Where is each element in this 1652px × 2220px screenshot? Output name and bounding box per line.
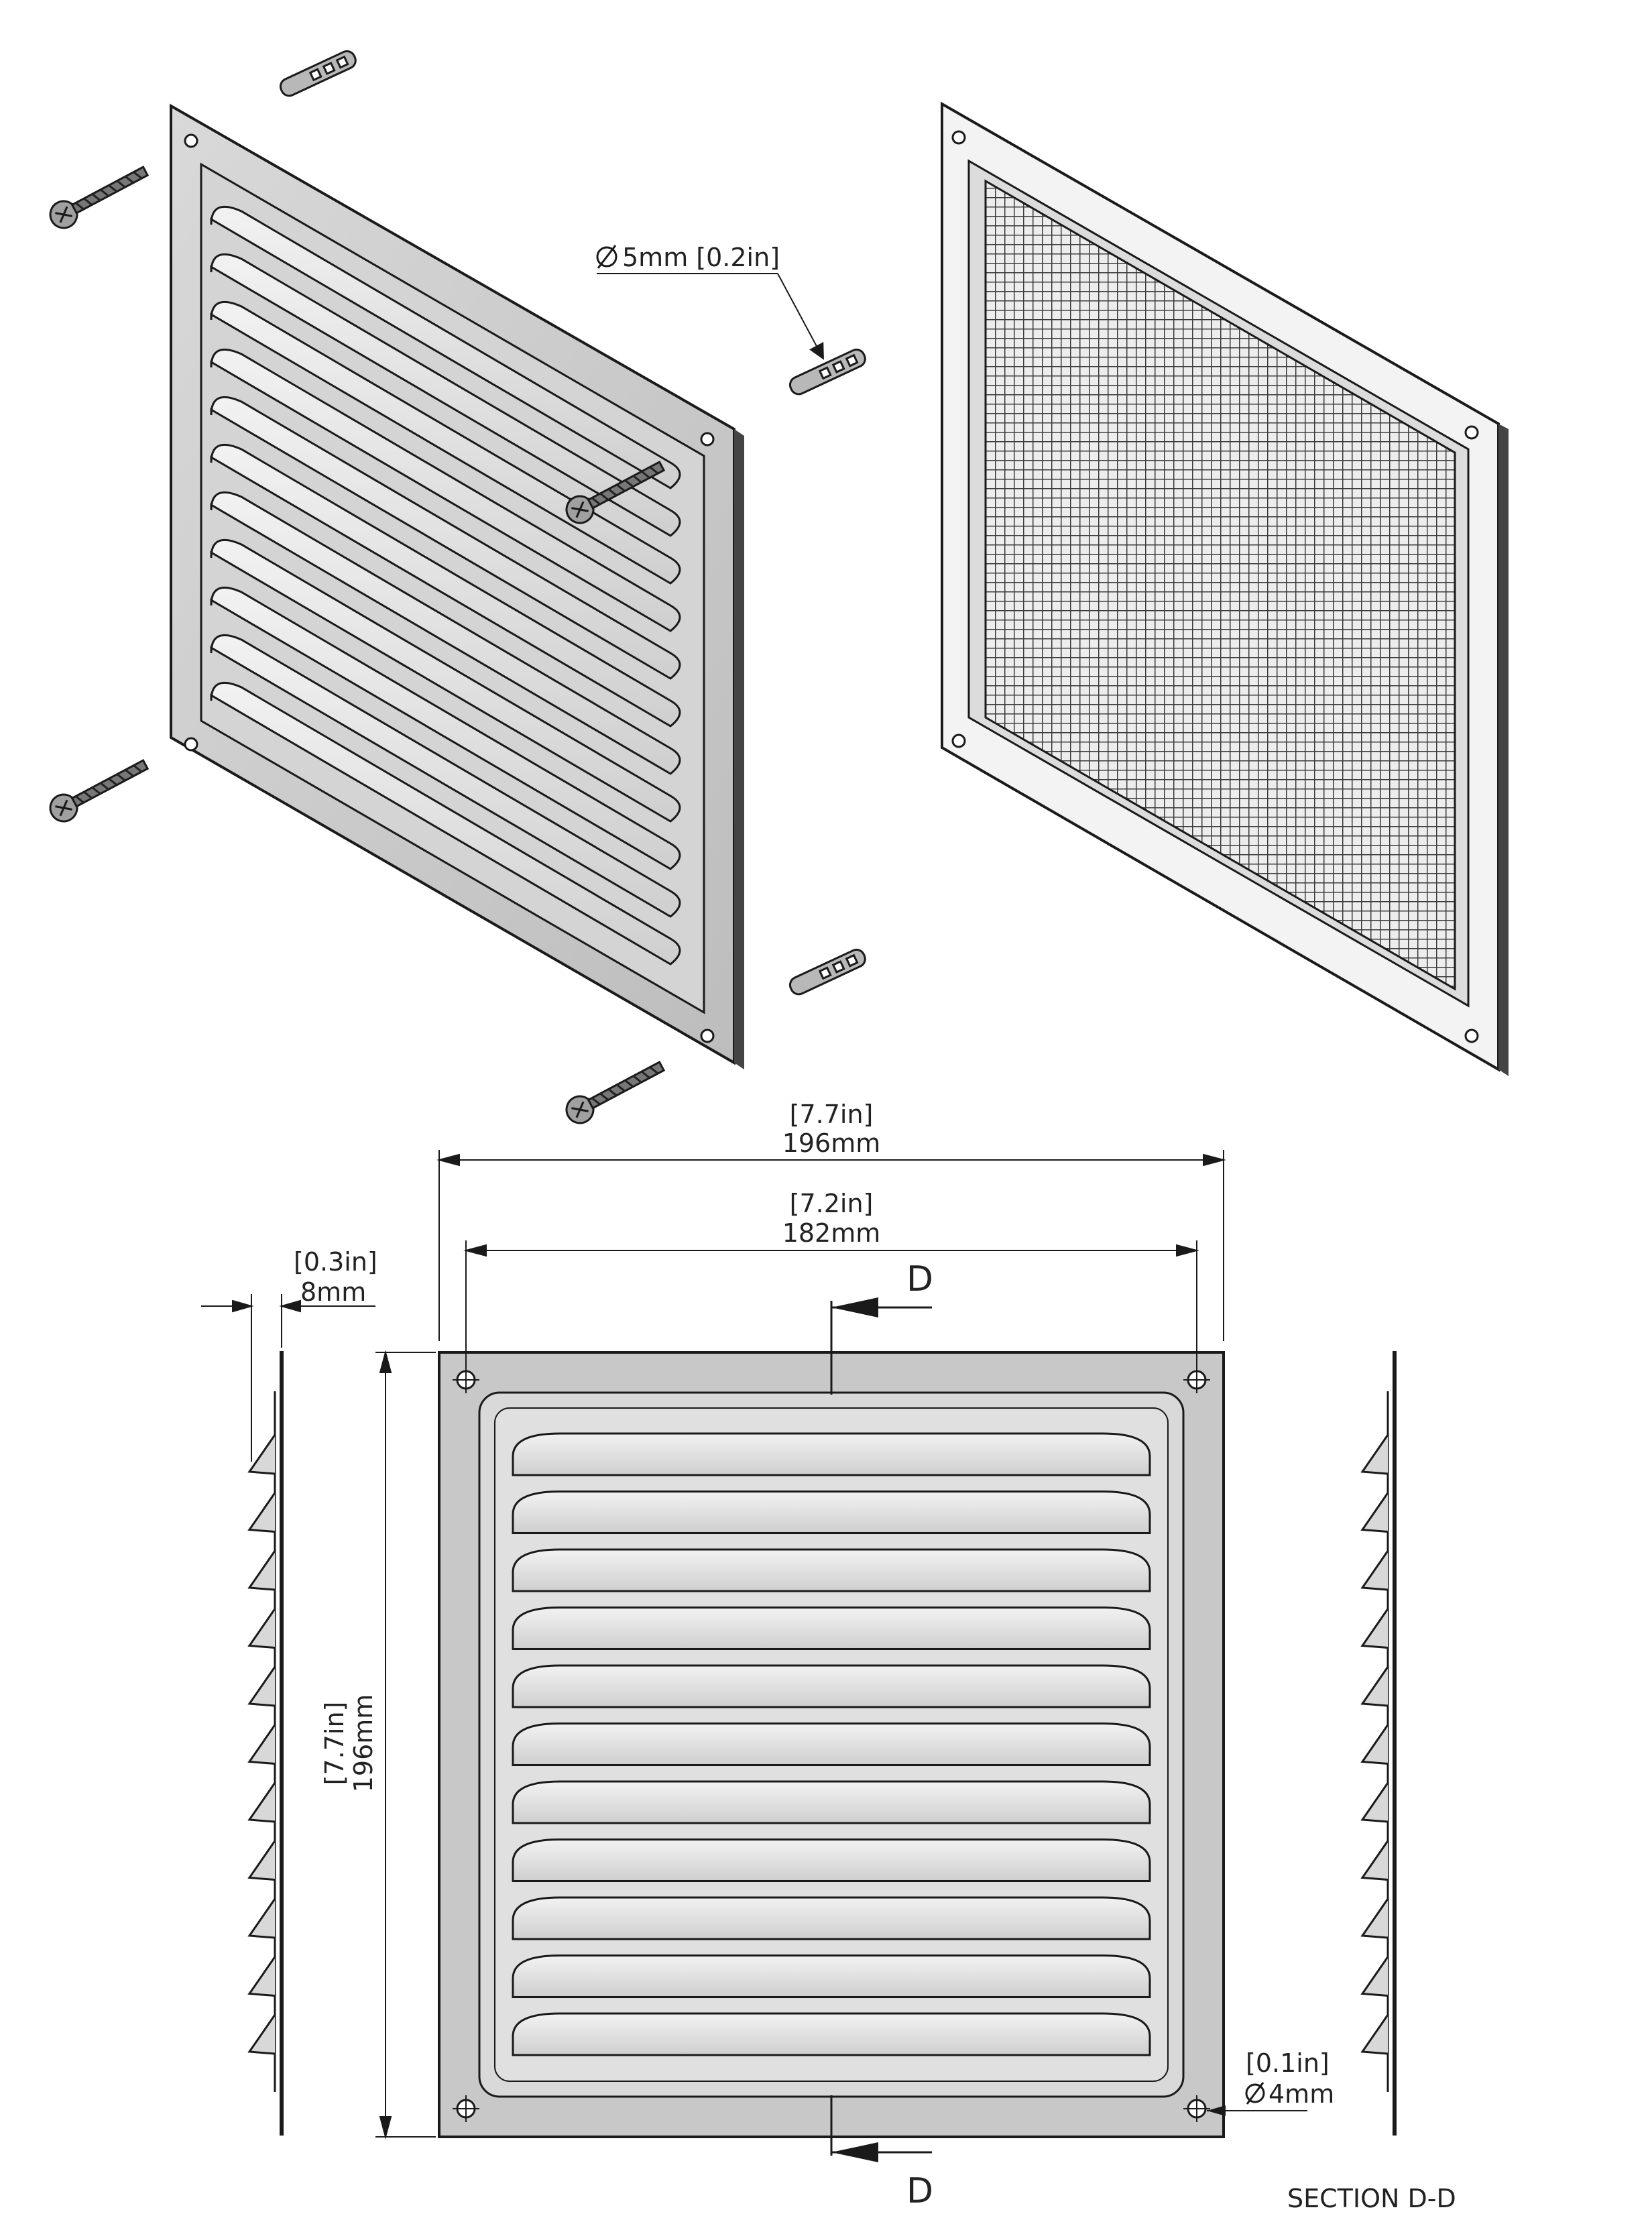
dim-inner-width-in: [7.2in] [790,1189,874,1218]
side-profile-left [247,1351,284,2136]
front-holes [453,1366,1210,2122]
iso-louver-slat [210,396,681,680]
side-louver-tooth [1360,1724,1389,1765]
side-louver-tooth [1360,1608,1389,1649]
iso-louver-slat [210,491,681,775]
dim-height-in: [7.7in] [320,1702,349,1786]
iso-hole-br [700,1029,715,1043]
wall-anchor-icon [788,348,866,396]
dim-height [375,1350,436,2140]
louver-slat [512,1491,1151,1534]
louver-slat [512,2012,1151,2056]
louver-slat [512,1954,1151,1998]
screw-icon [565,1061,666,1124]
iso-louver-grille [170,103,744,1069]
dim-total-width [436,1150,1226,1341]
side-louver-tooth [1360,1840,1389,1881]
diameter-symbol-icon [1245,2083,1265,2103]
louver-slat [512,1838,1151,1882]
front-louver-slats [512,1432,1151,2056]
side-louver-tooth [247,1782,276,1823]
louver-slat [512,1664,1151,1708]
iso-louver-slat [210,348,681,632]
louver-slat [512,1896,1151,1940]
iso-mesh-hole-bl [951,734,966,748]
iso-louver-slat [210,253,681,537]
iso-louver-slat [210,205,681,489]
iso-louver-slats [210,205,681,966]
dim-depth-in: [0.3in] [294,1247,377,1277]
louver-slat [512,1722,1151,1766]
side-louver-tooth [247,1724,276,1765]
iso-mesh-hole-br [1464,1029,1479,1043]
front-view: D D [438,1259,1225,2211]
side-louver-tooth [247,1434,276,1475]
iso-louver-slat [210,300,681,585]
wall-anchor-icon [279,50,357,97]
section-caption: SECTION D-D [1287,2184,1456,2213]
side-louver-tooth [1360,2014,1389,2055]
louver-slat [512,1548,1151,1592]
dim-inner-width [463,1240,1199,1368]
anchor-dia-callout: 5mm [0.2in] [596,243,824,360]
section-d-d [1360,1351,1397,2136]
screw-icon [565,461,666,524]
anchor-dia-label: 5mm [0.2in] [622,243,780,272]
louver-slat [512,1780,1151,1824]
side-louver-tooth [247,1666,276,1707]
iso-louver-slat [210,538,681,823]
side-louver-tooth [1360,1550,1389,1591]
side-louver-tooth [247,1550,276,1591]
diameter-symbol-icon [596,246,617,268]
section-mark-top: D [906,1259,933,1299]
side-profile-left-louvers [247,1434,276,2055]
screw-icon [49,759,150,823]
side-louver-tooth [1360,1898,1389,1939]
iso-mesh-hole-tl [951,130,966,145]
side-louver-tooth [1360,1666,1389,1707]
hole-dia-callout: [0.1in] 4mm [1207,2048,1334,2116]
dim-inner-width-mm: 182mm [782,1218,881,1248]
iso-louver-slat [210,634,681,918]
iso-hole-tl [184,133,198,148]
dim-total-width-mm: 196mm [782,1128,881,1158]
iso-hole-tr [700,432,715,447]
side-louver-tooth [247,1898,276,1939]
side-louver-tooth [1360,1956,1389,1997]
side-louver-tooth [247,1492,276,1533]
iso-louver-slat [210,443,681,727]
iso-louver-slat [210,681,681,966]
iso-louver-slat [210,586,681,870]
dim-depth-mm: 8mm [300,1277,366,1307]
side-louver-tooth [247,1956,276,1997]
louver-slat [512,1606,1151,1650]
screw-icon [49,166,150,229]
dim-total-width-in: [7.7in] [790,1100,874,1129]
wall-anchor-icon [788,948,866,996]
dim-depth [201,1294,375,1462]
louver-slat [512,1432,1151,1476]
side-louver-tooth [247,2014,276,2055]
side-louver-tooth [1360,1434,1389,1475]
side-louver-tooth [1360,1782,1389,1823]
iso-mesh-hole-tr [1464,425,1479,440]
side-louver-tooth [247,1608,276,1649]
iso-mesh-screen [984,179,1456,991]
dim-height-mm: 196mm [349,1694,378,1793]
hole-dia-in: [0.1in] [1246,2048,1330,2078]
iso-mesh-grille [941,101,1509,1076]
side-louver-tooth [1360,1492,1389,1533]
section-mark-bottom: D [906,2171,933,2211]
section-d-d-louvers [1360,1434,1389,2055]
iso-hole-bl [184,737,198,752]
side-louver-tooth [247,1840,276,1881]
fasteners [49,50,866,1124]
hole-dia-mm: 4mm [1268,2079,1334,2109]
